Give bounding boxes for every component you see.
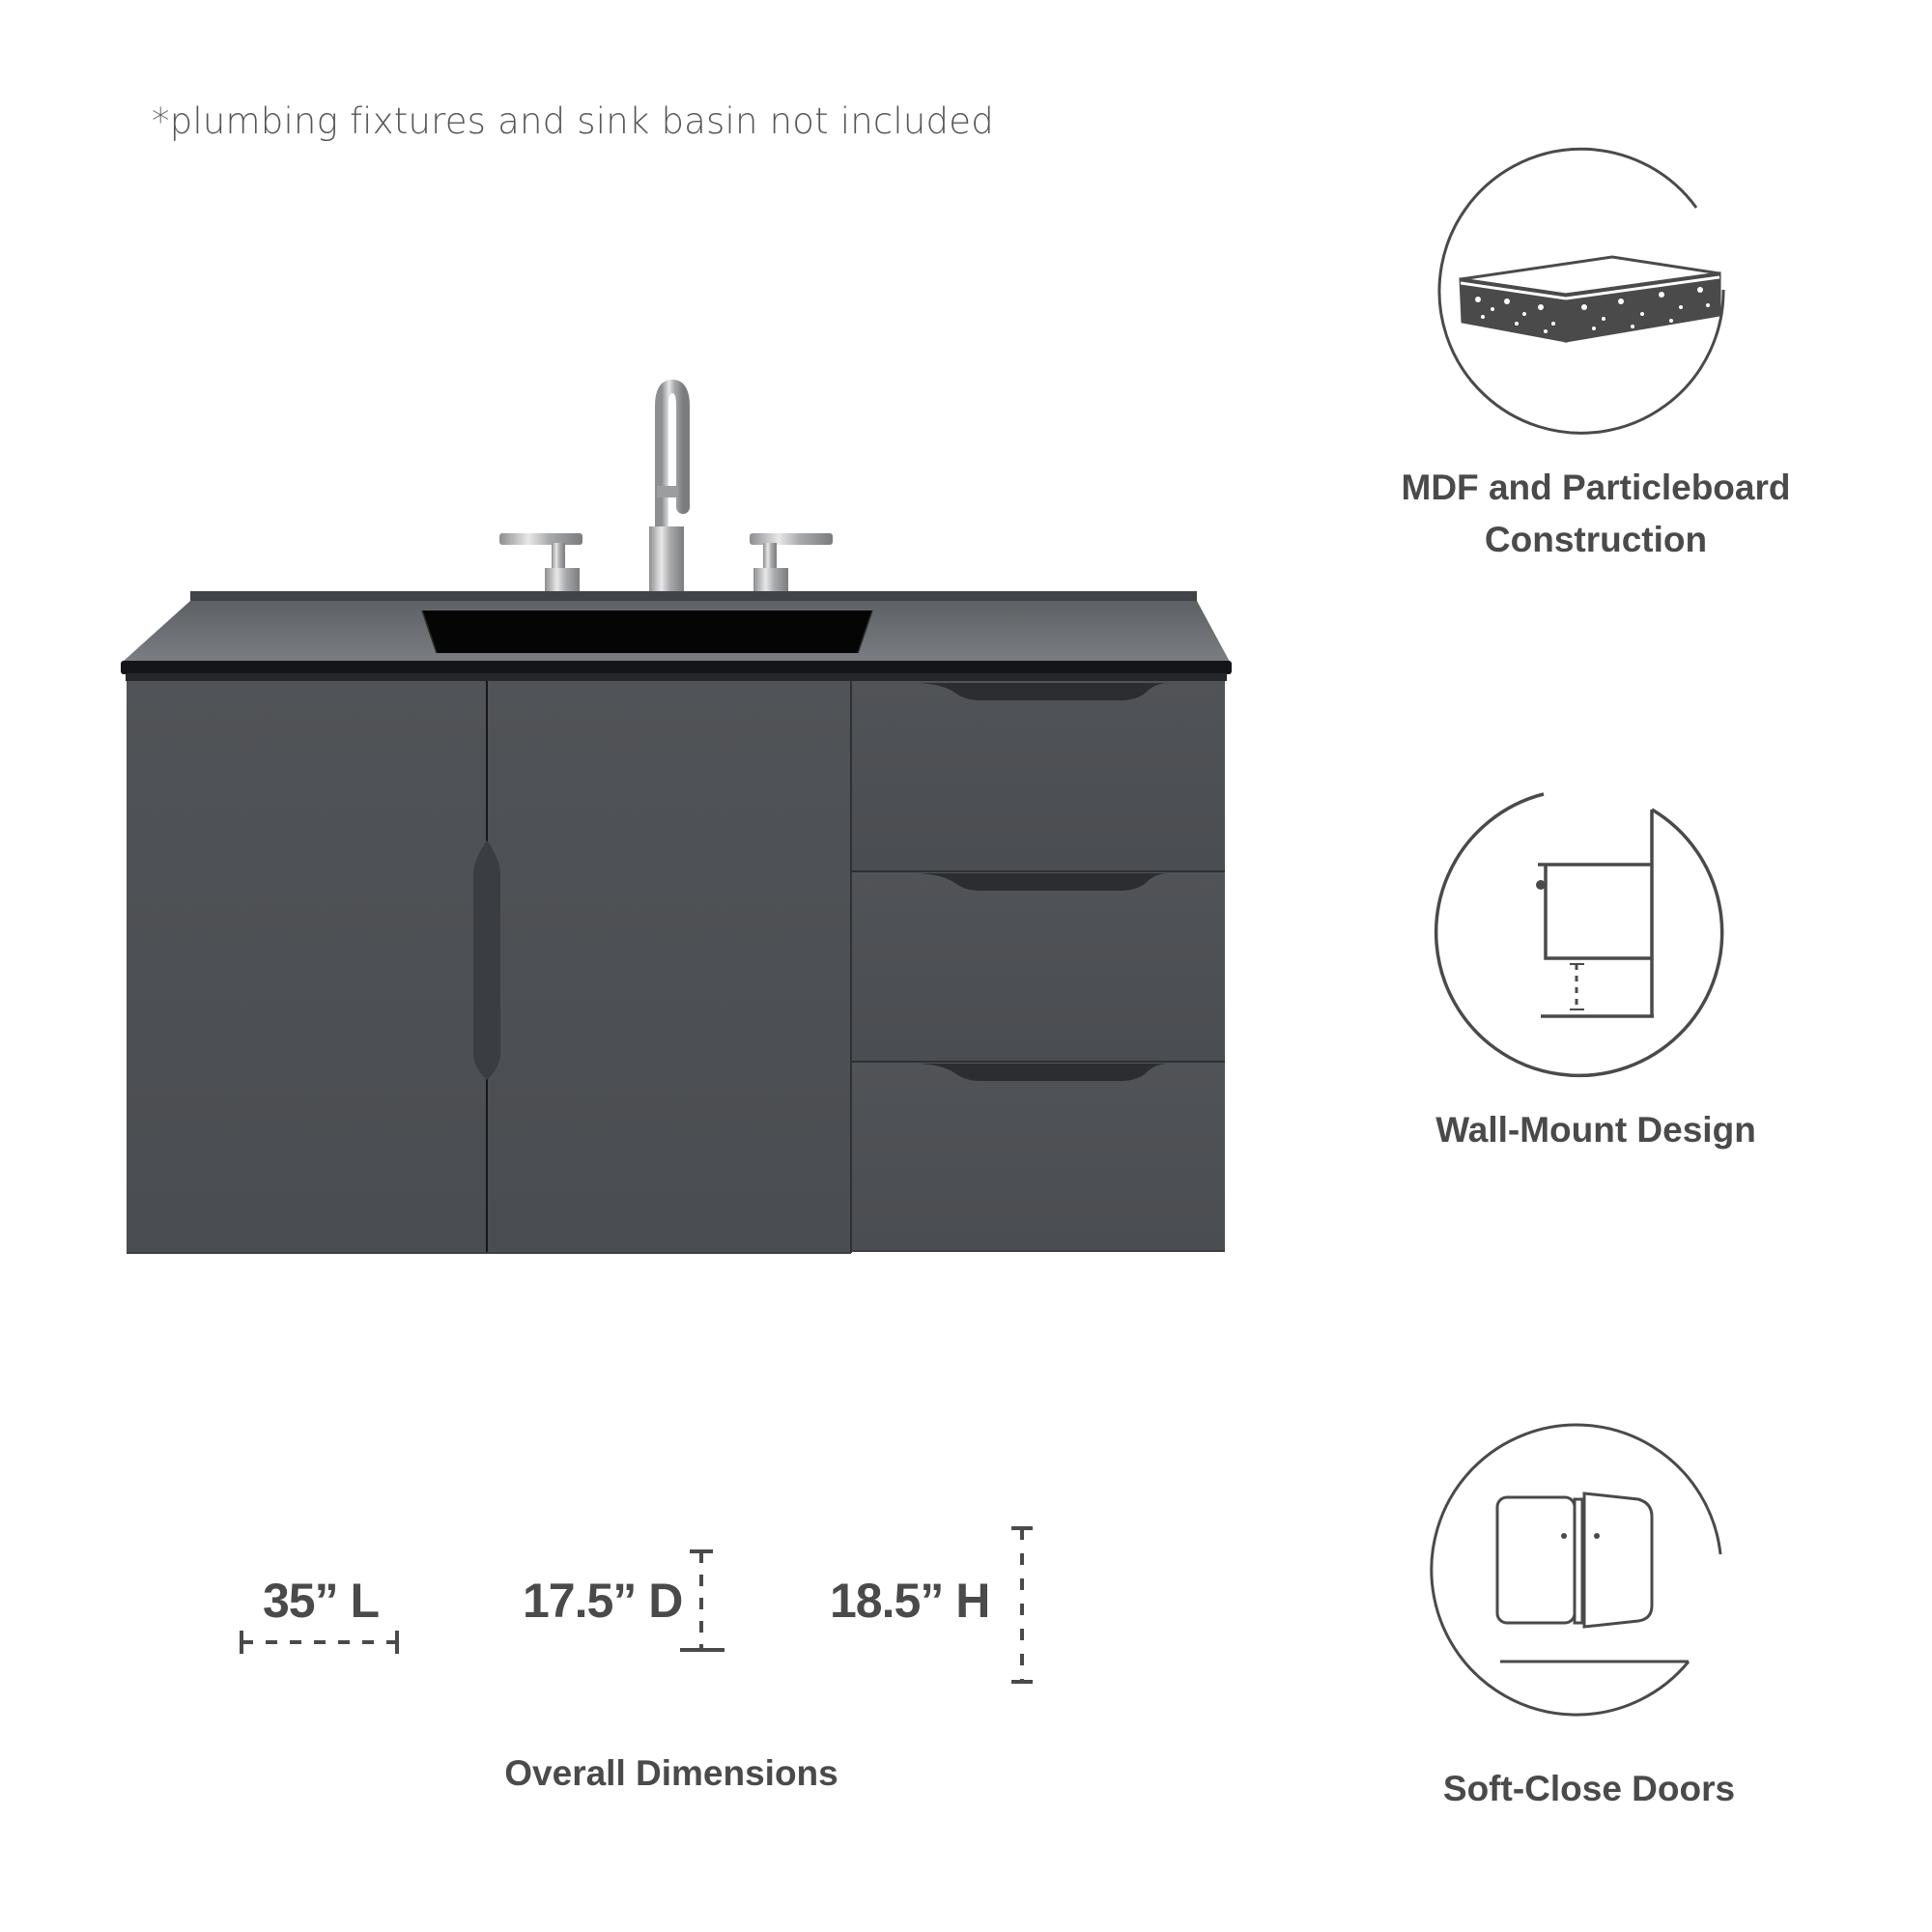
disclaimer-note: *plumbing fixtures and sink basin not in…: [152, 100, 994, 142]
soft-close-doors-icon: [1430, 1423, 1722, 1717]
drawer-2: [852, 872, 1225, 1061]
cabinet: [127, 681, 1225, 1254]
cabinet-door-left: [127, 681, 486, 1253]
feature-title-line: MDF and Particleboard: [1401, 468, 1791, 507]
dimension-height: 18.5” H: [830, 1574, 990, 1628]
dimension-length: 35” L: [263, 1574, 380, 1628]
drawer-3-handle: [913, 1064, 1169, 1081]
particleboard-icon: [1437, 147, 1725, 435]
feature-title-soft-close: Soft-Close Doors: [1338, 1763, 1840, 1815]
dimension-depth: 17.5” D: [523, 1574, 683, 1628]
wall-mount-icon: [1434, 792, 1724, 1078]
dimensions-title: Overall Dimensions: [504, 1753, 838, 1793]
countertop: [121, 591, 1232, 681]
feature-title-line: Wall-Mount Design: [1435, 1110, 1756, 1150]
feature-title-construction: MDF and Particleboard Construction: [1345, 462, 1847, 566]
feature-title-line: Construction: [1484, 520, 1708, 559]
door-handle-recess: [473, 840, 500, 1080]
sink-basin: [422, 611, 872, 653]
drawer-3: [852, 1063, 1225, 1251]
feature-title-line: Soft-Close Doors: [1442, 1769, 1736, 1808]
faucet: [499, 379, 833, 609]
feature-title-wall-mount: Wall-Mount Design: [1345, 1104, 1847, 1156]
cabinet-door-right: [488, 681, 850, 1253]
drawer-1-handle: [913, 683, 1169, 700]
drawer-2-handle: [913, 873, 1169, 891]
dimension-markers: [240, 1526, 1033, 1684]
drawer-1: [852, 681, 1225, 870]
